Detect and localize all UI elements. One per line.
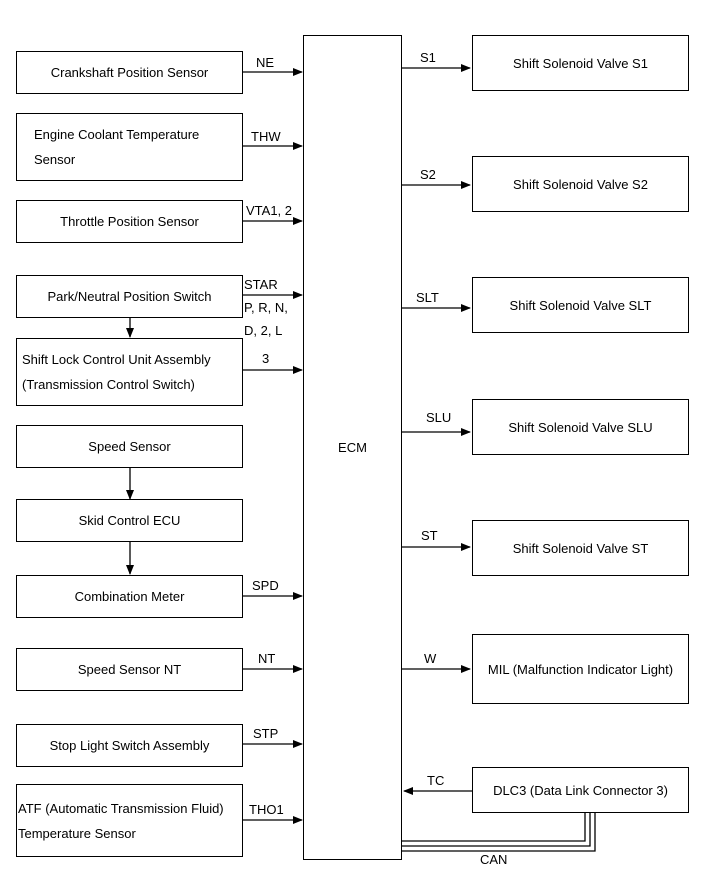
engine-coolant-temperature-sensor-box: Engine Coolant Temperature Sensor (16, 113, 243, 181)
combination-meter-label: Combination Meter (74, 589, 185, 604)
skid-control-ecu-box: Skid Control ECU (16, 499, 243, 542)
stop-light-switch-box: Stop Light Switch Assembly (16, 724, 243, 767)
park-neutral-label: Park/Neutral Position Switch (47, 289, 212, 304)
park-neutral-position-switch-box: Park/Neutral Position Switch (16, 275, 243, 318)
signal-slu: SLU (426, 410, 452, 425)
coolant-label-line2: Sensor (34, 152, 76, 167)
wire-can-1 (402, 812, 586, 842)
signal-prn: P, R, N, (244, 300, 288, 315)
stop-light-label: Stop Light Switch Assembly (49, 738, 210, 753)
combination-meter-box: Combination Meter (16, 575, 243, 618)
speed-sensor-nt-box: Speed Sensor NT (16, 648, 243, 691)
s1-label: Shift Solenoid Valve S1 (513, 55, 648, 71)
skid-control-label: Skid Control ECU (78, 513, 181, 528)
signal-vta: VTA1, 2 (246, 203, 293, 218)
ecm-label: ECM (338, 440, 367, 455)
mil-box: MIL (Malfunction Indicator Light) (472, 634, 689, 704)
dlc3-box: DLC3 (Data Link Connector 3) (472, 767, 689, 813)
speed-sensor-box: Speed Sensor (16, 425, 243, 468)
coolant-label-line1: Engine Coolant Temperature (34, 127, 200, 142)
speed-sensor-label: Speed Sensor (88, 439, 171, 454)
st-label: Shift Solenoid Valve ST (512, 540, 649, 556)
shift-solenoid-valve-slt-box: Shift Solenoid Valve SLT (472, 277, 689, 333)
dlc3-label: DLC3 (Data Link Connector 3) (493, 782, 668, 798)
throttle-label: Throttle Position Sensor (60, 214, 199, 229)
crankshaft-label: Crankshaft Position Sensor (50, 65, 209, 80)
signal-thw: THW (251, 129, 281, 144)
signal-tho1: THO1 (249, 802, 284, 817)
signal-slt: SLT (416, 290, 439, 305)
signal-can: CAN (480, 852, 508, 867)
shift-solenoid-valve-slu-box: Shift Solenoid Valve SLU (472, 399, 689, 455)
atf-label-line1: ATF (Automatic Transmission Fluid) (18, 800, 224, 816)
wire-can-3 (402, 812, 596, 852)
s2-label: Shift Solenoid Valve S2 (513, 176, 648, 192)
shift-lock-label-line1: Shift Lock Control Unit Assembly (22, 352, 211, 367)
signal-d2l: D, 2, L (244, 323, 283, 338)
signal-spd: SPD (252, 578, 279, 593)
signal-nt: NT (258, 651, 276, 666)
shift-lock-label-line2: (Transmission Control Switch) (22, 377, 195, 392)
signal-w: W (424, 651, 437, 666)
speed-sensor-nt-label: Speed Sensor NT (77, 662, 182, 677)
slt-label: Shift Solenoid Valve SLT (509, 297, 652, 313)
throttle-position-sensor-box: Throttle Position Sensor (16, 200, 243, 243)
slu-label: Shift Solenoid Valve SLU (508, 419, 653, 435)
shift-solenoid-valve-s1-box: Shift Solenoid Valve S1 (472, 35, 689, 91)
signal-s2: S2 (420, 167, 436, 182)
signal-stp: STP (253, 726, 279, 741)
shift-lock-control-unit-box: Shift Lock Control Unit Assembly (Transm… (16, 338, 243, 406)
ecm-box: ECM (303, 35, 402, 860)
signal-star: STAR (244, 277, 278, 292)
shift-solenoid-valve-st-box: Shift Solenoid Valve ST (472, 520, 689, 576)
signal-3: 3 (262, 351, 270, 366)
shift-solenoid-valve-s2-box: Shift Solenoid Valve S2 (472, 156, 689, 212)
atf-label-line2: Temperature Sensor (18, 825, 136, 841)
wire-can-2 (402, 812, 591, 847)
crankshaft-position-sensor-box: Crankshaft Position Sensor (16, 51, 243, 94)
signal-ne: NE (256, 55, 275, 70)
atf-temperature-sensor-box: ATF (Automatic Transmission Fluid) Tempe… (16, 784, 243, 857)
signal-s1: S1 (420, 50, 436, 65)
mil-label: MIL (Malfunction Indicator Light) (487, 661, 674, 677)
signal-st: ST (421, 528, 438, 543)
signal-tc: TC (427, 773, 445, 788)
